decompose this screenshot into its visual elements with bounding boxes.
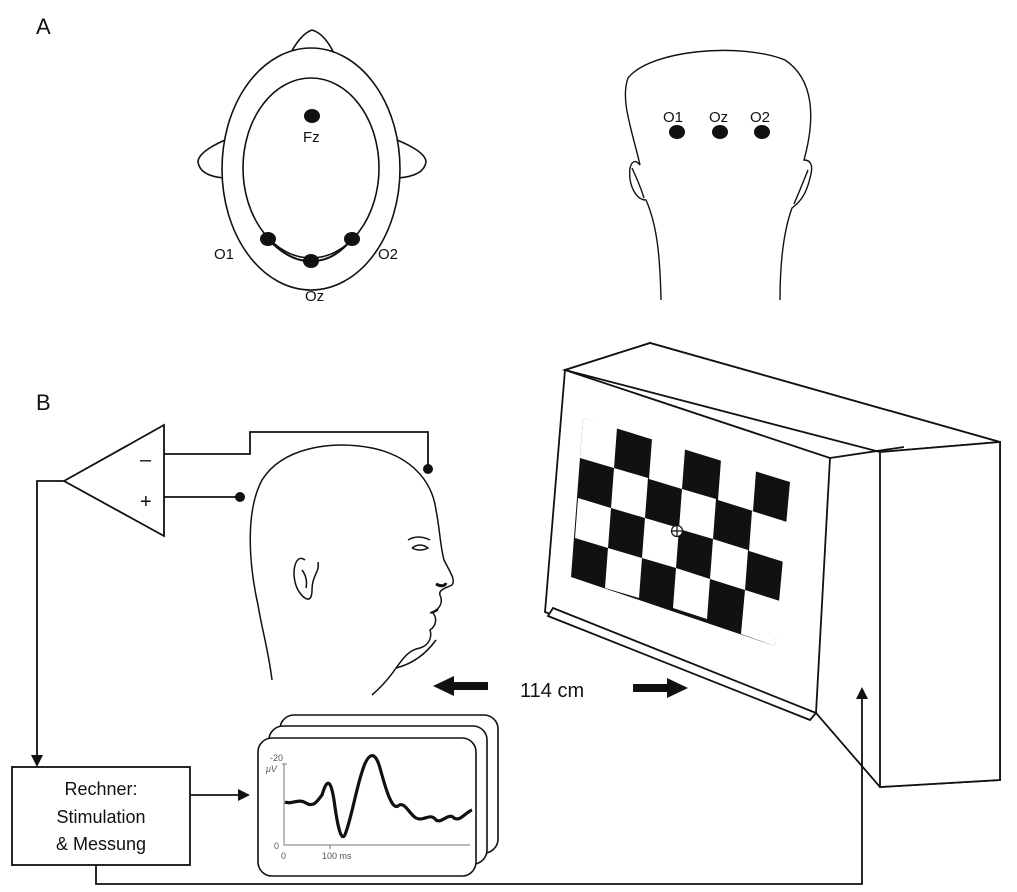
vep-y-unit: μV [265,764,278,774]
panel-label-a: A [36,14,51,39]
fixation-cross [670,524,684,538]
vep-y-zero: 0 [274,841,279,851]
vep-result-cards [257,714,499,877]
amplifier-plus-sign: + [140,491,152,513]
vep-x-zero: 0 [281,851,286,861]
computer-label-line3: & Messung [56,834,146,854]
head-back-view [624,49,813,301]
vep-axes [282,763,470,849]
electrode-label-fz: Fz [303,129,320,146]
vep-x-label: 100 ms [322,851,352,861]
electrode-dots-top [260,109,360,268]
computer-label-line2: Stimulation [56,807,145,827]
vep-y-top: -20 [270,753,283,763]
vep-waveform [284,754,473,839]
electrode-dots-back [669,125,770,139]
distance-arrows [433,676,688,698]
computer-connections [95,687,868,885]
electrode-label-o2: O2 [378,246,398,263]
back-label-o2: O2 [750,109,770,126]
back-label-o1: O1 [663,109,683,126]
head-side-view [249,444,455,696]
electrode-label-oz: Oz [305,288,324,305]
panel-label-b: B [36,390,51,415]
electrode-label-o1: O1 [214,246,234,263]
distance-label: 114 cm [520,680,584,702]
amplifier [62,423,165,538]
wire-contact-dots [235,464,433,502]
amplifier-minus-sign: – [140,449,152,471]
back-label-oz: Oz [709,109,728,126]
computer-box [11,766,191,866]
electrode-wires [31,431,429,767]
head-top-view [197,29,427,291]
computer-label-line1: Rechner: [64,779,137,799]
